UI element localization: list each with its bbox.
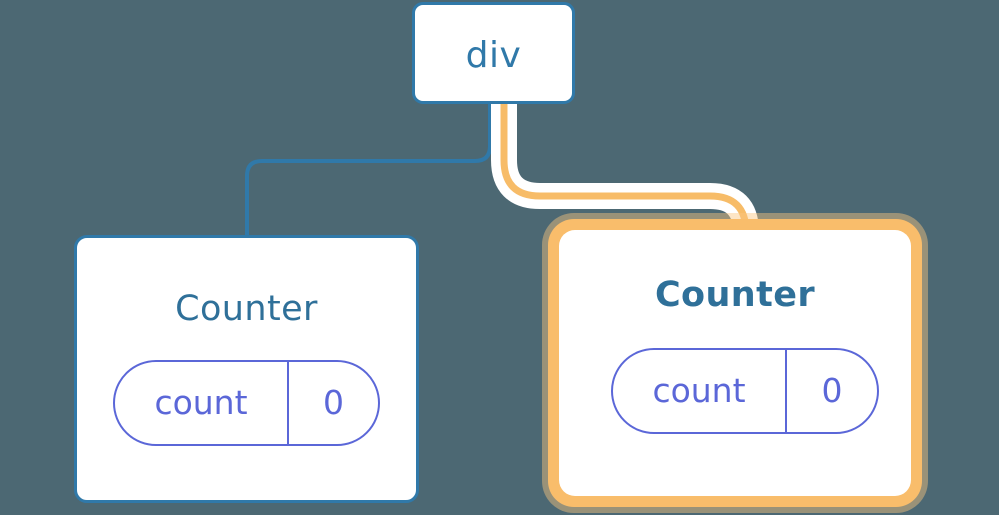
node-div[interactable]: div [412,2,575,104]
prop-key-right: count [652,371,746,410]
node-counter-right-title: Counter [654,275,816,315]
node-counter-left-title: Counter [175,289,318,329]
node-counter-right[interactable]: Counter count 0 [548,219,922,507]
node-div-label: div [465,35,522,76]
edge-root-to-left-counter [245,104,492,237]
prop-pill-right: count 0 [611,348,879,434]
prop-key-left: count [154,383,248,422]
node-counter-right-inner: Counter count 0 [559,230,911,496]
prop-value-right: 0 [785,350,877,432]
prop-pill-left: count 0 [113,360,380,446]
node-counter-left[interactable]: Counter count 0 [74,235,419,503]
edge-root-to-right-counter [500,104,750,248]
prop-value-left: 0 [287,362,378,444]
